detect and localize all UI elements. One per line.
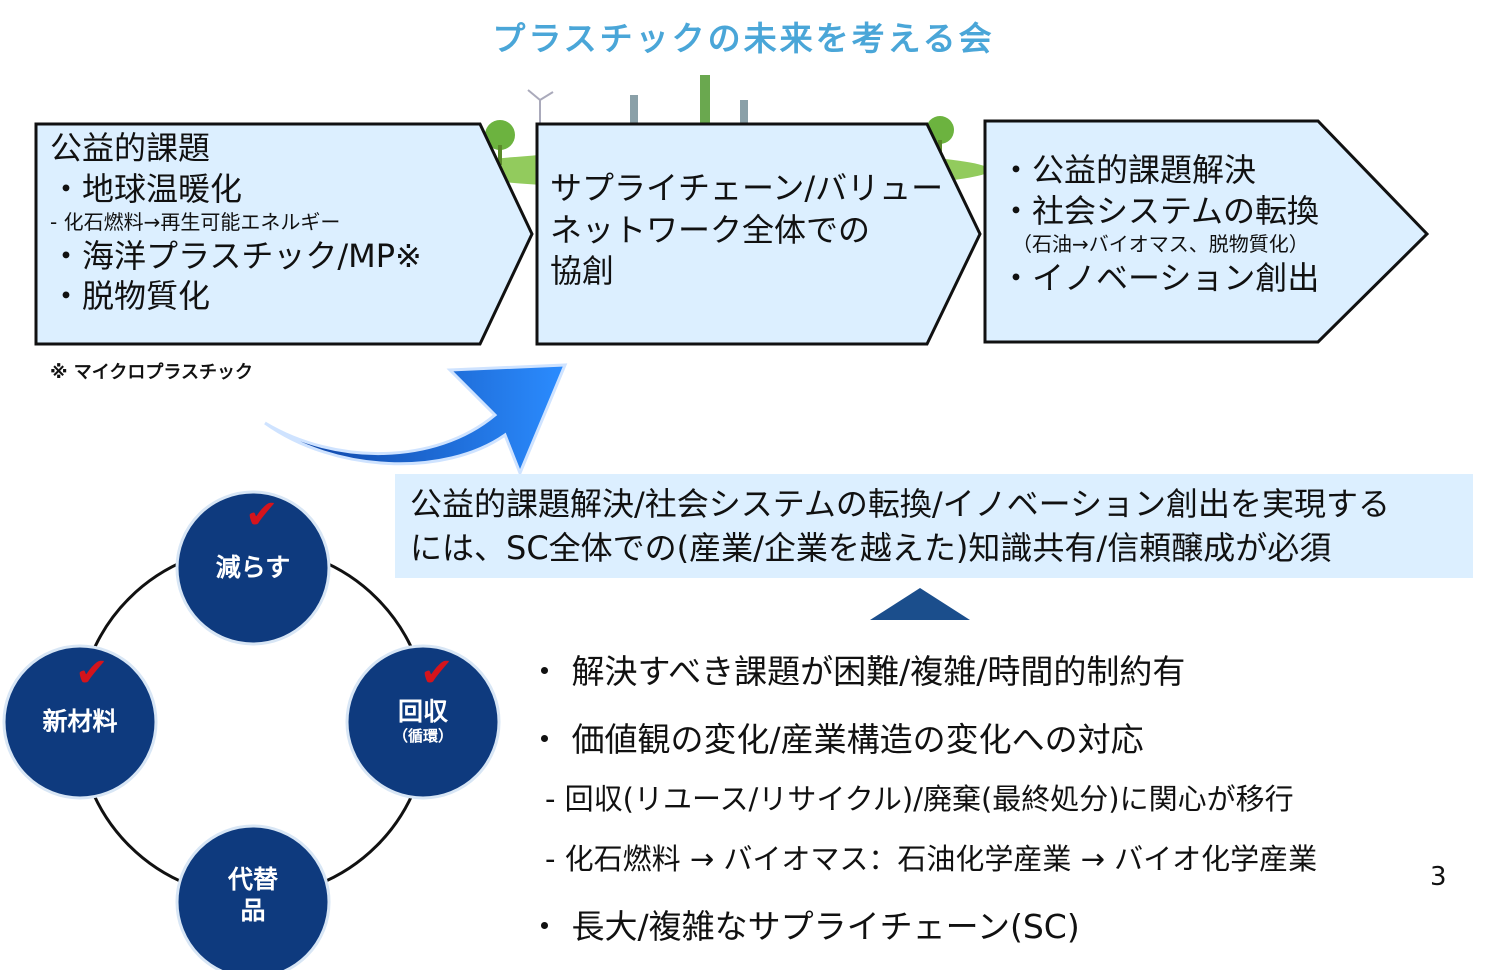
cycle-node-left	[2, 644, 158, 800]
footnote: ※ マイクロプラスチック	[50, 362, 254, 383]
bullet-1: ・ 解決すべき課題が困難/複雑/時間的制約有	[528, 652, 1186, 691]
cycle-node-bottom	[175, 824, 331, 970]
flow-box-1	[34, 122, 534, 346]
box3-item-1: ・公益的課題解決	[1000, 151, 1257, 189]
conclusion-text: 公益的課題解決/社会システムの転換/イノベーション創出を実現する には、SC全体…	[410, 482, 1390, 570]
box2-line-1: サプライチェーン/バリュー	[550, 169, 944, 207]
flow-chevrons	[34, 119, 1430, 346]
cycle-label-top: 減らす	[215, 553, 291, 582]
box3-item-2-sub: （石油→バイオマス、脱物質化）	[1012, 231, 1309, 256]
sub-bullet-2: - 化石燃料 → バイオマス：石油化学産業 → バイオ化学産業	[545, 842, 1318, 876]
cycle-label-bottom: 代替 品	[180, 864, 326, 927]
check-icon-left: ✔	[75, 650, 109, 696]
check-icon-top: ✔	[245, 492, 279, 538]
box1-item-1: ・地球温暖化	[50, 169, 243, 208]
box1-heading: 公益的課題	[50, 129, 211, 167]
cycle-label-bottom-line-2: 品	[240, 896, 266, 926]
flow-box-3	[983, 119, 1430, 344]
flow-box-2-content: サプライチェーン/バリュー ネットワーク全体での 協創	[550, 168, 943, 293]
cycle-label-left: 新材料	[42, 707, 118, 736]
check-icon-right: ✔	[420, 650, 454, 696]
flow-box-2	[535, 122, 982, 346]
box1-item-1-sub: - 化石燃料→再生可能エネルギー	[50, 209, 341, 234]
box1-item-2: ・海洋プラスチック/MP※	[50, 236, 422, 275]
bullet-2: ・ 価値観の変化/産業構造の変化への対応	[528, 720, 1144, 759]
cycle-label-right: 回収 （循環）	[348, 696, 498, 746]
conclusion-line-2: には、SC全体での(産業/企業を越えた)知識共有/信頼醸成が必須	[410, 529, 1332, 568]
cycle-diagram	[2, 490, 501, 970]
box2-line-3: 協創	[550, 252, 615, 291]
sub-bullet-1: - 回収(リユース/リサイクル)/廃棄(最終処分)に関心が移行	[545, 782, 1294, 816]
conclusion-box	[395, 474, 1473, 578]
cycle-label-right-sub: （循環）	[392, 727, 453, 746]
cycle-node-top	[175, 490, 331, 646]
curved-arrow-icon	[264, 363, 568, 477]
conclusion-line-1: 公益的課題解決/社会システムの転換/イノベーション創出を実現する	[410, 485, 1390, 523]
page-number: 3	[1430, 862, 1447, 892]
cycle-node-right	[345, 644, 501, 800]
flow-box-1-content: 公益的課題 ・地球温暖化 - 化石燃料→再生可能エネルギー ・海洋プラスチック/…	[50, 128, 422, 317]
bullet-3: ・ 長大/複雑なサプライチェーン(SC)	[528, 907, 1080, 946]
box3-item-3: ・イノベーション創出	[1000, 258, 1320, 297]
page-title: プラスチックの未来を考える会	[492, 19, 995, 58]
flow-box-3-content: ・公益的課題解決 ・社会システムの転換 （石油→バイオマス、脱物質化） ・イノベ…	[1000, 150, 1319, 298]
up-triangle-icon	[870, 588, 970, 620]
box1-item-3: ・脱物質化	[50, 277, 211, 316]
box3-item-2: ・社会システムの転換	[1000, 191, 1320, 230]
cycle-label-right-main: 回収	[397, 697, 448, 726]
cycle-label-bottom-line-1: 代替	[227, 865, 278, 894]
box2-line-2: ネットワーク全体での	[550, 210, 871, 249]
